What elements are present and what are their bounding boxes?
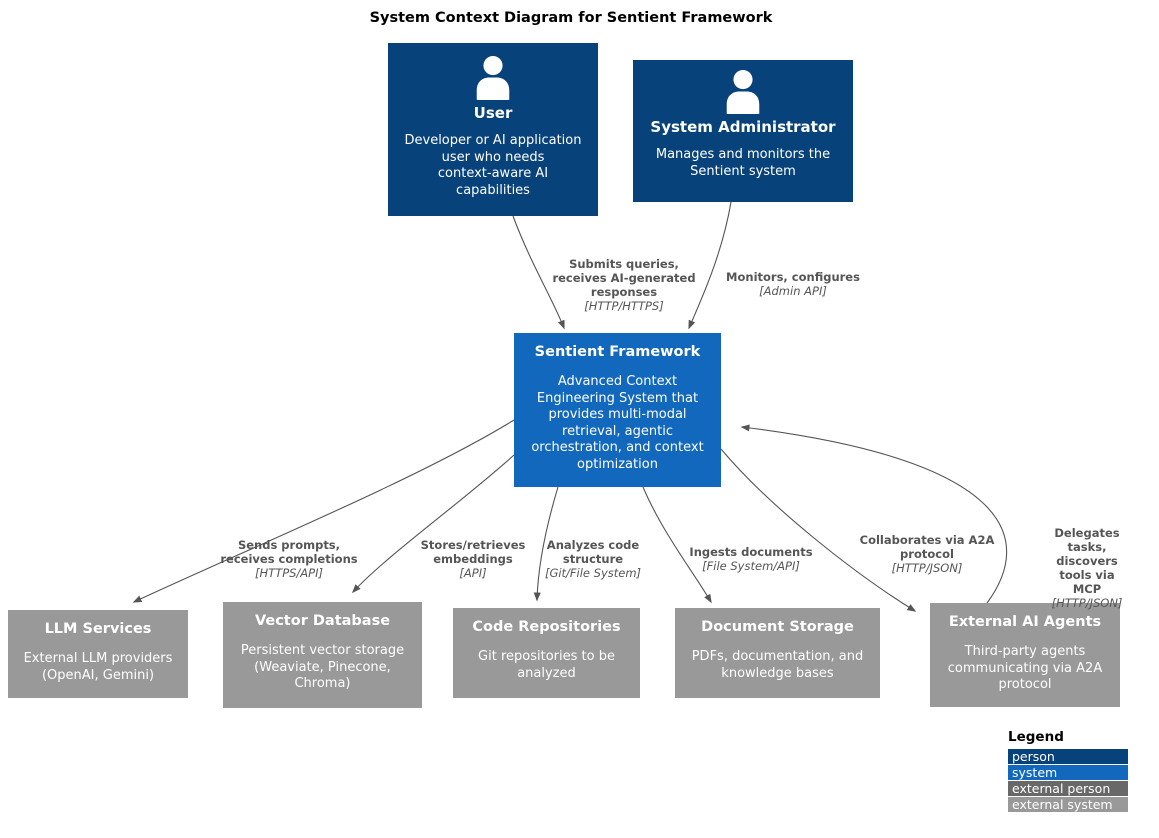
edge-label-text: Delegates tasks, discovers tools via MCP	[1054, 526, 1120, 596]
edge-label-protocol: [HTTP/HTTPS]	[584, 299, 664, 313]
edge-label-sentient-to-agents: Collaborates via A2A protocol [HTTP/JSON…	[860, 519, 995, 589]
edge-label-admin-to-sentient: Monitors, configures [Admin API]	[726, 256, 860, 312]
legend-item-external-system: external system	[1008, 797, 1128, 812]
node-llm-description: External LLM providers (OpenAI, Gemini)	[23, 651, 173, 683]
legend: Legend person system external person ext…	[1008, 729, 1128, 813]
edge-label-text: Monitors, configures	[726, 270, 860, 284]
edge-sentient-to-code	[533, 486, 559, 602]
node-code-name: Code Repositories	[472, 619, 621, 635]
edge-label-text: Collaborates via A2A protocol	[859, 533, 995, 561]
edge-agents-to-sentient	[740, 424, 1008, 604]
diagram-title: System Context Diagram for Sentient Fram…	[369, 10, 773, 26]
edge-sentient-to-llm	[132, 419, 515, 603]
node-doc-name: Document Storage	[701, 619, 854, 635]
node-doc-description: PDFs, documentation, and knowledge bases	[691, 649, 864, 681]
edge-label-text: Ingests documents	[689, 545, 813, 559]
person-icon	[726, 70, 760, 114]
node-user-name: User	[473, 104, 513, 122]
node-llm-name: LLM Services	[44, 621, 152, 637]
node-user-description: Developer or AI application user who nee…	[404, 133, 582, 198]
edge-label-text: Sends prompts, receives completions	[220, 538, 358, 566]
edge-sentient-to-agents	[720, 448, 917, 612]
legend-item-person: person	[1008, 749, 1128, 764]
node-system-administrator: System Administrator Manages and monitor…	[633, 60, 853, 202]
node-agents-name: External AI Agents	[948, 614, 1102, 630]
edge-label-protocol: [HTTP/JSON]	[1051, 596, 1123, 610]
node-user: User Developer or AI application user wh…	[388, 43, 598, 216]
edge-label-text: Submits queries, receives AI-generated r…	[552, 257, 696, 299]
edge-label-protocol: [Admin API]	[759, 284, 827, 298]
node-vector-database: Vector Database Persistent vector storag…	[223, 602, 422, 708]
edge-user-to-sentient	[512, 215, 565, 330]
edge-label-user-to-sentient: Submits queries, receives AI-generated r…	[552, 243, 695, 327]
node-admin-name: System Administrator	[650, 118, 836, 136]
node-code-description: Git repositories to be analyzed	[478, 649, 615, 681]
edge-label-sentient-to-llm: Sends prompts, receives completions [HTT…	[220, 524, 357, 594]
node-external-ai-agents: External AI Agents Third-party agents co…	[930, 603, 1120, 707]
edge-label-sentient-to-code: Analyzes code structure [Git/File System…	[545, 524, 641, 594]
edge-label-sentient-to-vector: Stores/retrieves embeddings [API]	[421, 524, 526, 594]
edge-label-text: Analyzes code structure	[546, 538, 640, 566]
node-sentient-description: Advanced Context Engineering System that…	[531, 374, 704, 472]
node-document-storage: Document Storage PDFs, documentation, an…	[675, 608, 880, 698]
person-icon	[476, 56, 510, 100]
legend-title: Legend	[1008, 729, 1064, 745]
edge-sentient-to-doc	[642, 486, 712, 604]
node-admin-description: Manages and monitors the Sentient system	[655, 147, 831, 179]
legend-item-system: system	[1008, 765, 1128, 780]
edge-label-protocol: [HTTP/JSON]	[891, 561, 963, 575]
node-vector-name: Vector Database	[254, 613, 391, 629]
edge-label-protocol: [API]	[459, 566, 487, 580]
legend-item-external-person: external person	[1008, 781, 1128, 796]
edge-label-protocol: [HTTPS/API]	[255, 566, 323, 580]
node-agents-description: Third-party agents communicating via A2A…	[947, 644, 1103, 692]
node-code-repositories: Code Repositories Git repositories to be…	[453, 608, 640, 698]
edge-label-protocol: [Git/File System]	[544, 566, 642, 580]
node-vector-description: Persistent vector storage (Weaviate, Pin…	[240, 643, 405, 691]
node-sentient-name: Sentient Framework	[534, 344, 701, 360]
edge-admin-to-sentient	[688, 201, 732, 330]
edge-label-agents-to-sentient: Delegates tasks, discovers tools via MCP…	[1051, 512, 1123, 624]
node-sentient-framework: Sentient Framework Advanced Context Engi…	[514, 333, 721, 487]
edge-label-protocol: [File System/API]	[702, 559, 800, 573]
edge-sentient-to-vector	[351, 454, 515, 594]
edge-label-text: Stores/retrieves embeddings	[420, 538, 526, 566]
edge-label-sentient-to-doc: Ingests documents [File System/API]	[689, 531, 812, 587]
node-llm-services: LLM Services External LLM providers (Ope…	[8, 610, 188, 698]
